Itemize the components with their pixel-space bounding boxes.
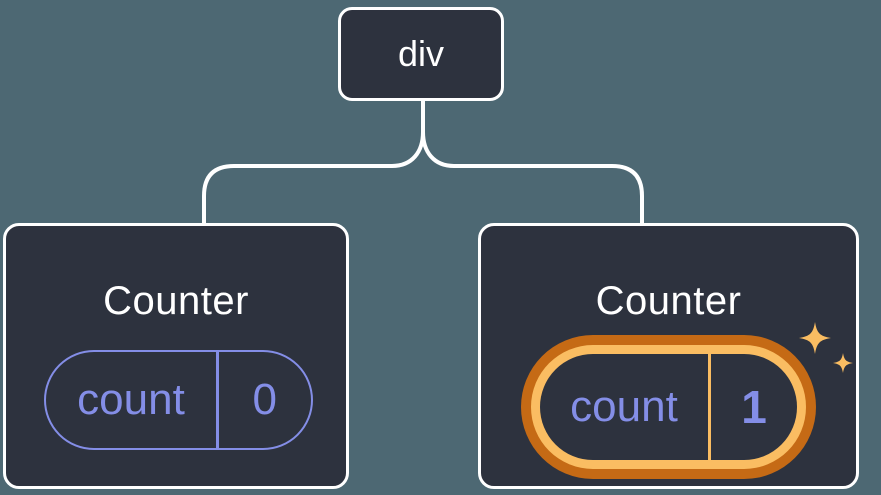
counter-title: Counter: [103, 279, 249, 323]
state-key-section: count: [540, 354, 708, 460]
sparkle-star-large: [799, 322, 831, 354]
state-value-section: 1: [711, 354, 797, 460]
state-key-label: count: [77, 375, 185, 424]
state-pill-count-1: count 1: [540, 354, 797, 460]
counter-card-right: Counter count 1: [478, 223, 859, 489]
state-key-label: count: [570, 382, 678, 431]
connector-left-branch: [202, 130, 425, 226]
state-value: 0: [252, 375, 277, 424]
root-node-label: div: [397, 33, 445, 74]
state-pill-highlight-ring: count 1: [521, 335, 816, 479]
pill-divider: [708, 354, 711, 460]
state-key-section: count: [46, 352, 216, 448]
state-value-section: 0: [219, 352, 312, 448]
sparkles-icon: [799, 322, 853, 373]
state-pill-count-0: count 0: [44, 350, 313, 450]
state-value: 1: [741, 381, 767, 433]
pill-divider: [216, 352, 219, 448]
state-pill-highlight-ring-inner: count 1: [531, 345, 806, 469]
tree-root-node: div: [338, 7, 504, 101]
sparkle-star-small: [833, 353, 853, 373]
counter-card-left: Counter count 0: [3, 223, 349, 489]
connector-right-branch: [421, 130, 644, 226]
counter-title: Counter: [595, 279, 742, 323]
